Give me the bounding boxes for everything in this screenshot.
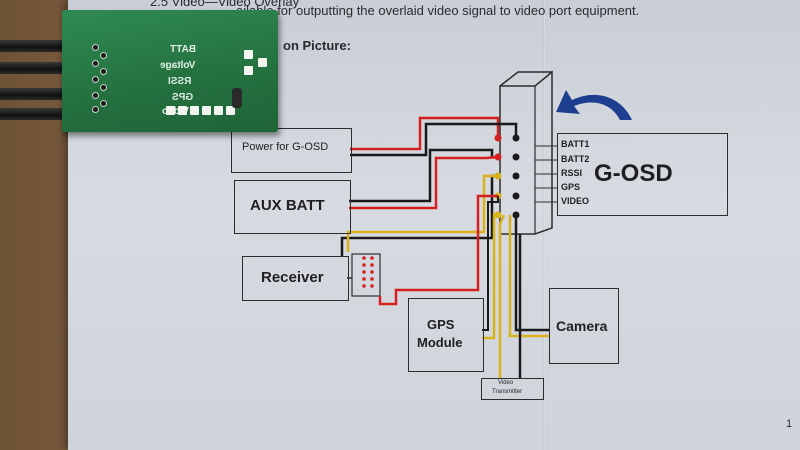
- pcb-hole: [92, 76, 99, 83]
- paper-fold: [543, 0, 546, 450]
- vtx-yellow-wire: [498, 214, 506, 378]
- power-box-label: Power for G-OSD: [242, 141, 329, 153]
- connector-pins: [494, 134, 520, 219]
- power-black-wire: [350, 122, 518, 157]
- pcb-hole: [92, 44, 99, 51]
- section-heading: 2.5 Video—Video Overlay: [150, 0, 300, 9]
- silk-label-rssi: RSSI: [168, 76, 192, 87]
- page-number: 1: [786, 418, 793, 430]
- connection-picture-heading: on Picture:: [283, 38, 351, 53]
- receiver-box: Receiver: [242, 256, 349, 301]
- receiver-label: Receiver: [261, 269, 324, 286]
- g-osd-box: G-OSD: [557, 133, 728, 216]
- pin-dot: [512, 192, 520, 200]
- aux-batt-box: AUX BATT: [234, 180, 351, 234]
- silk-label-gps: GPS: [172, 92, 194, 103]
- silk-label-batt: BATT: [170, 44, 196, 55]
- osd-pin-lines: [535, 145, 557, 203]
- cable-wire-4: [0, 108, 74, 120]
- pcb-hole: [100, 100, 107, 107]
- section-description: ailable for outputting the overlaid vide…: [236, 3, 640, 18]
- pcb-pad: [178, 106, 187, 115]
- pin-label-video: VIDEO: [561, 196, 590, 206]
- pcb-hole: [100, 68, 107, 75]
- receiver-black-wire: [340, 174, 498, 256]
- receiver-header: [351, 253, 381, 297]
- receiver-yellow-wire: [346, 174, 498, 252]
- camera-yellow-wire: [508, 215, 549, 338]
- pin-label-rssi: RSSI: [561, 168, 583, 178]
- pin-label-batt1: BATT1: [561, 139, 590, 149]
- cable-wire-2: [0, 62, 74, 74]
- video-transmitter-box: Video Transmitter: [481, 378, 544, 400]
- g-osd-circuit-board: BATT Voltage RSSI GPS Video: [62, 10, 278, 132]
- pcb-hole: [92, 92, 99, 99]
- camera-box: Camera: [549, 288, 619, 364]
- camera-black-wire: [514, 215, 549, 332]
- pcb-hole: [100, 84, 107, 91]
- silk-label-voltage: Voltage: [160, 60, 196, 71]
- pcb-pad: [202, 106, 211, 115]
- pcb-pad: [244, 66, 253, 75]
- aux-red-wire: [349, 155, 499, 210]
- power-for-osd-box: Power for G-OSD: [231, 128, 352, 173]
- connector-block-top: [499, 71, 552, 87]
- pcb-hole: [92, 106, 99, 113]
- pin-label-batt2: BATT2: [561, 154, 590, 164]
- pcb-pad: [244, 50, 253, 59]
- pcb-pad: [190, 106, 199, 115]
- cable-wire-3: [0, 88, 74, 100]
- pin-dot: [512, 153, 520, 161]
- pin-label-gps: GPS: [561, 182, 581, 192]
- pcb-pad: [166, 106, 175, 115]
- gps-module-box: GPS Module: [408, 298, 484, 372]
- camera-label: Camera: [556, 318, 608, 334]
- power-red-wire: [350, 116, 500, 151]
- gps-label: GPS: [427, 317, 455, 332]
- receiver-header-pins: [362, 256, 374, 288]
- pcb-pad: [258, 58, 267, 67]
- gps-red-wire: [378, 194, 498, 306]
- module-label: Module: [417, 335, 463, 350]
- pcb-pad: [214, 106, 223, 115]
- cable-wire-1: [0, 40, 74, 52]
- pcb-component: [232, 88, 242, 108]
- aux-black-wire: [349, 148, 494, 203]
- pcb-pad: [226, 106, 235, 115]
- pcb-hole: [100, 52, 107, 59]
- connector-block: [499, 70, 553, 235]
- pcb-hole: [92, 60, 99, 67]
- transmitter-label: Transmitter: [492, 389, 523, 395]
- video-label: Video: [498, 380, 514, 386]
- gps-black-wire: [482, 196, 499, 331]
- curved-arrow-icon: [556, 90, 632, 120]
- pin-dot: [512, 172, 520, 180]
- aux-batt-label: AUX BATT: [250, 197, 325, 214]
- gps-yellow-wire: [482, 212, 498, 340]
- g-osd-label: G-OSD: [594, 160, 673, 187]
